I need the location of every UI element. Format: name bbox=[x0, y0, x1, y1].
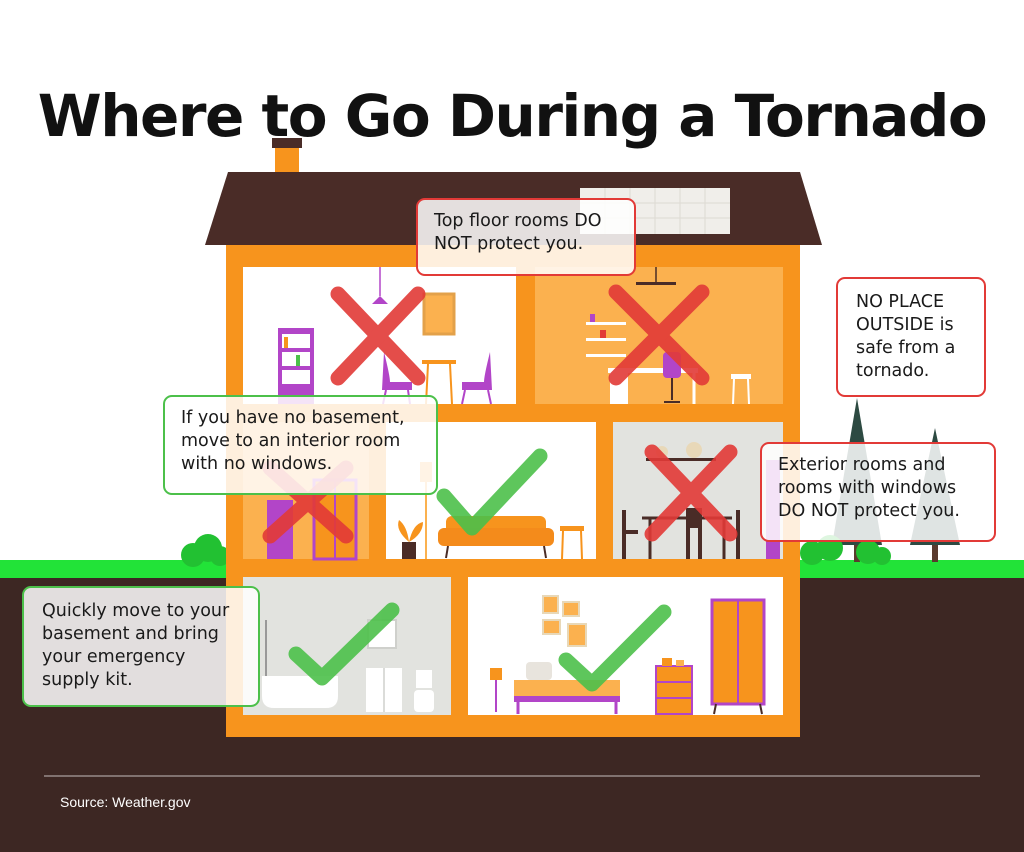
stool bbox=[560, 526, 584, 560]
chimney bbox=[275, 148, 299, 174]
pendant-lamp bbox=[636, 267, 676, 285]
wardrobe bbox=[710, 598, 766, 715]
source-note: Source: Weather.gov bbox=[60, 794, 191, 810]
wall-shelves bbox=[586, 314, 626, 357]
pendant-lamp bbox=[372, 267, 388, 304]
toilet bbox=[414, 670, 434, 712]
mirror bbox=[422, 292, 456, 336]
cross-mark-icon bbox=[644, 444, 738, 542]
sink-cabinet bbox=[366, 668, 402, 712]
dining-chairs bbox=[622, 508, 740, 559]
callout-basement: Quickly move to your basement and bring … bbox=[22, 586, 260, 707]
plant-icon bbox=[398, 520, 423, 559]
bookshelf bbox=[278, 328, 314, 404]
bush-icon bbox=[181, 534, 230, 567]
callout-outside: NO PLACE OUTSIDE is safe from a tornado. bbox=[836, 277, 986, 397]
nightstand-lamp bbox=[490, 668, 502, 712]
callout-interior-room: If you have no basement, move to an inte… bbox=[163, 395, 438, 495]
callout-top-floor: Top floor rooms DO NOT protect you. bbox=[416, 198, 636, 276]
check-mark-icon bbox=[558, 604, 672, 692]
cross-mark-icon bbox=[608, 284, 710, 386]
chair bbox=[461, 352, 492, 405]
dresser bbox=[655, 658, 693, 715]
wall-frames bbox=[542, 595, 587, 647]
cross-mark-icon bbox=[330, 286, 426, 386]
check-mark-icon bbox=[436, 448, 548, 536]
check-mark-icon bbox=[288, 602, 400, 686]
callout-exterior-rooms: Exterior rooms and rooms with windows DO… bbox=[760, 442, 996, 542]
stool bbox=[731, 374, 751, 405]
chimney-cap bbox=[272, 138, 302, 148]
page-title: Where to Go During a Tornado bbox=[37, 81, 988, 150]
